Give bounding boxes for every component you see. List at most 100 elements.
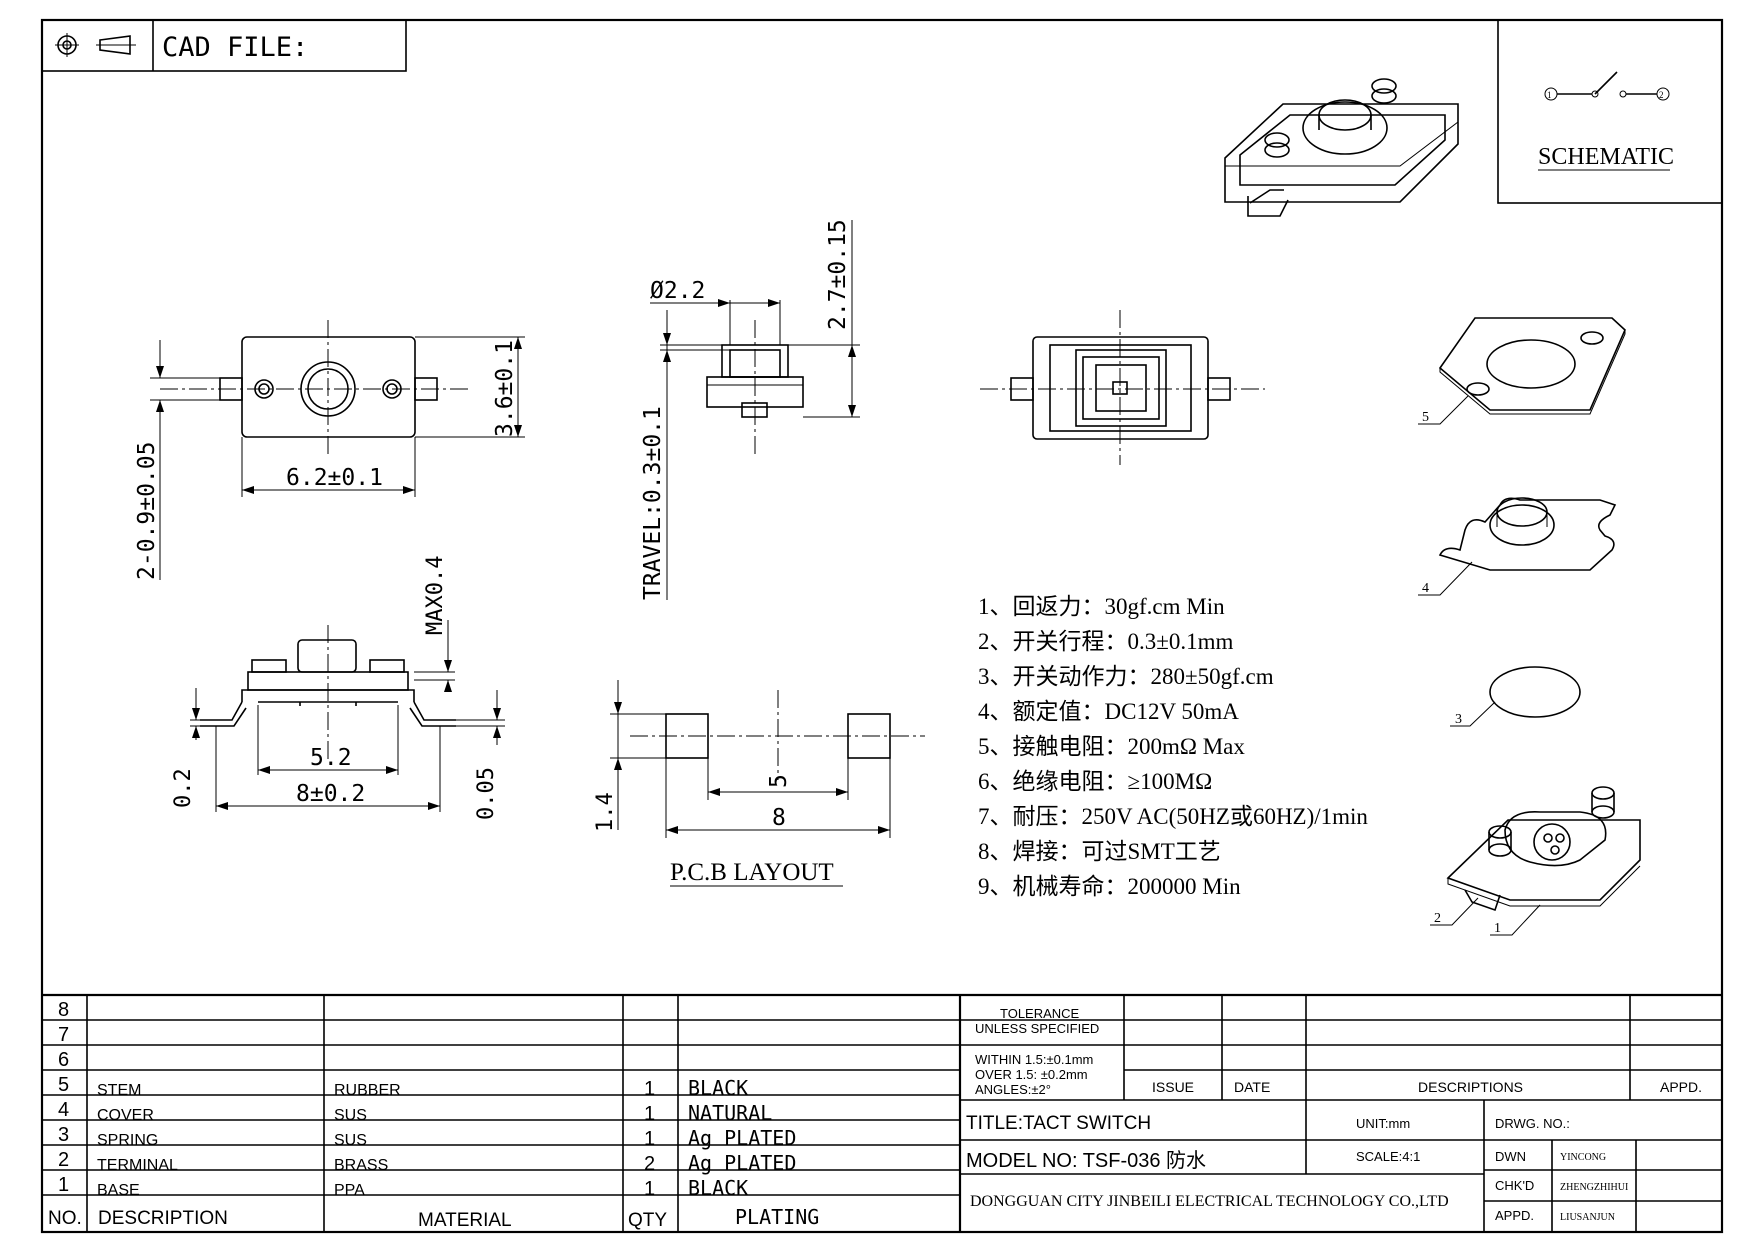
bom-qty: 1 bbox=[644, 1128, 655, 1150]
bom-plating: Ag PLATED bbox=[688, 1126, 796, 1150]
part-4-cover: 4 bbox=[1418, 497, 1617, 596]
bom-header-plating: PLATING bbox=[735, 1205, 819, 1229]
schematic-label: SCHEMATIC bbox=[1538, 144, 1674, 170]
col-issue: ISSUE bbox=[1152, 1079, 1194, 1095]
part-1-2-base: 2 1 bbox=[1430, 786, 1641, 936]
front-view: MAX0.4 5.2 8±0.2 0.2 0.05 bbox=[171, 556, 505, 820]
col-descriptions: DESCRIPTIONS bbox=[1418, 1079, 1523, 1095]
bom-material: SUS bbox=[334, 1107, 367, 1124]
bom-desc: STEM bbox=[97, 1082, 141, 1099]
callout-3: 3 bbox=[1455, 712, 1462, 727]
bom-desc: SPRING bbox=[97, 1132, 158, 1149]
dim-diameter: Ø2.2 bbox=[650, 278, 705, 304]
tol-line-4: OVER 1.5: ±0.2mm bbox=[975, 1067, 1088, 1082]
bom-no: 2 bbox=[58, 1149, 69, 1171]
spec-item: 8、焊接：可过SMT工艺 bbox=[978, 839, 1221, 864]
bom-desc: TERMINAL bbox=[97, 1157, 178, 1174]
schematic-pin-1: 1 bbox=[1547, 90, 1552, 100]
tol-line-1: TOLERANCE bbox=[1000, 1006, 1080, 1021]
bom-no: 4 bbox=[58, 1099, 69, 1121]
callout-1: 1 bbox=[1494, 921, 1501, 936]
dim-0-05: 0.05 bbox=[474, 767, 499, 820]
pcb-dim-8: 8 bbox=[772, 805, 786, 831]
bom-no: 8 bbox=[58, 999, 69, 1021]
top-view: 6.2±0.1 3.6±0.1 2-0.9±0.05 bbox=[134, 320, 525, 580]
bom-material: PPA bbox=[334, 1182, 365, 1199]
col-appd: APPD. bbox=[1660, 1079, 1702, 1095]
bom-no: 6 bbox=[58, 1049, 69, 1071]
dim-max: MAX0.4 bbox=[423, 556, 448, 635]
dim-pin: 2-0.9±0.05 bbox=[134, 442, 160, 580]
bom-no: 5 bbox=[58, 1074, 69, 1096]
tol-line-2: UNLESS SPECIFIED bbox=[975, 1021, 1099, 1036]
bom-plating: Ag PLATED bbox=[688, 1151, 796, 1175]
bom-plating: BLACK bbox=[688, 1076, 748, 1100]
pcb-dim-1-4: 1.4 bbox=[593, 792, 618, 832]
bom-qty: 2 bbox=[644, 1153, 655, 1175]
dim-height: 3.6±0.1 bbox=[492, 340, 518, 437]
part-3-spring: 3 bbox=[1450, 666, 1581, 727]
schematic-pin-2: 2 bbox=[1659, 90, 1664, 100]
dim-travel: TRAVEL:0.3±0.1 bbox=[640, 406, 666, 600]
bom-qty: 1 bbox=[644, 1103, 655, 1125]
spec-item: 9、机械寿命：200000 Min bbox=[978, 874, 1241, 899]
schematic-box: 1 2 SCHEMATIC bbox=[1497, 19, 1723, 204]
bom-material: RUBBER bbox=[334, 1082, 401, 1099]
sheet-border bbox=[40, 18, 1724, 1234]
bom-header-desc: DESCRIPTION bbox=[98, 1208, 228, 1229]
bom-desc: BASE bbox=[97, 1182, 140, 1199]
bom-qty: 1 bbox=[644, 1078, 655, 1100]
bom-desc: COVER bbox=[97, 1107, 154, 1124]
bom-qty: 1 bbox=[644, 1178, 655, 1200]
dim-width: 6.2±0.1 bbox=[286, 465, 383, 491]
appd-label: APPD. bbox=[1495, 1208, 1534, 1223]
drwg-no-label: DRWG. NO.: bbox=[1495, 1116, 1570, 1131]
drawing-title: TITLE:TACT SWITCH bbox=[966, 1113, 1151, 1134]
tol-line-5: ANGLES:±2° bbox=[975, 1082, 1051, 1097]
bom-header-material: MATERIAL bbox=[418, 1210, 512, 1231]
appd-name: LIUSANJUN bbox=[1560, 1212, 1615, 1223]
bom-material: SUS bbox=[334, 1132, 367, 1149]
spec-item: 1、回返力：30gf.cm Min bbox=[978, 594, 1225, 619]
pcb-label: P.C.B LAYOUT bbox=[670, 859, 834, 886]
header-box: CAD FILE: bbox=[41, 19, 407, 72]
chkd-label: CHK'D bbox=[1495, 1178, 1534, 1193]
bom-plating: NATURAL bbox=[688, 1101, 772, 1125]
callout-4: 4 bbox=[1422, 581, 1429, 596]
scale-label: SCALE:4:1 bbox=[1356, 1149, 1420, 1164]
dwn-name: YINCONG bbox=[1560, 1152, 1606, 1163]
title-block: TOLERANCE UNLESS SPECIFIED WITHIN 1.5:±0… bbox=[960, 995, 1722, 1232]
bottom-view bbox=[980, 310, 1265, 465]
side-view: Ø2.2 2.7±0.15 TRAVEL:0.3±0.1 bbox=[640, 219, 860, 600]
iso-switch-view bbox=[1224, 78, 1459, 217]
spec-list: 1、回返力：30gf.cm Min 2、开关行程：0.3±0.1mm 3、开关动… bbox=[978, 594, 1368, 899]
part-5-stem-plate: 5 bbox=[1418, 317, 1626, 425]
spec-item: 4、额定值：DC12V 50mA bbox=[978, 699, 1239, 724]
bom-table: 8 7 6 5 4 3 2 1 STEM COVER SPRING TERMIN… bbox=[42, 993, 1722, 1232]
projection-symbol-icon bbox=[55, 33, 136, 57]
spec-item: 6、绝缘电阻：≥100MΩ bbox=[978, 769, 1212, 794]
bom-header-qty: QTY bbox=[628, 1210, 667, 1231]
bom-header-no: NO. bbox=[48, 1208, 82, 1229]
chkd-name: ZHENGZHIHUI bbox=[1560, 1182, 1628, 1193]
company-name: DONGGUAN CITY JINBEILI ELECTRICAL TECHNO… bbox=[970, 1193, 1449, 1210]
bom-material: BRASS bbox=[334, 1157, 388, 1174]
tol-line-3: WITHIN 1.5:±0.1mm bbox=[975, 1052, 1093, 1067]
spec-item: 5、接触电阻：200mΩ Max bbox=[978, 734, 1245, 759]
dwn-label: DWN bbox=[1495, 1149, 1526, 1164]
dim-0-2: 0.2 bbox=[171, 768, 196, 808]
spec-item: 3、开关动作力：280±50gf.cm bbox=[978, 664, 1274, 689]
bom-no: 1 bbox=[58, 1174, 69, 1196]
spec-item: 7、耐压：250V AC(50HZ或60HZ)/1min bbox=[978, 804, 1368, 829]
dim-stem-height: 2.7±0.15 bbox=[825, 219, 851, 330]
bom-plating: BLACK bbox=[688, 1176, 748, 1200]
cad-file-label: CAD FILE: bbox=[162, 32, 308, 63]
pcb-dim-5: 5 bbox=[766, 774, 792, 788]
col-date: DATE bbox=[1234, 1079, 1270, 1095]
bom-no: 7 bbox=[58, 1024, 69, 1046]
callout-2: 2 bbox=[1434, 911, 1441, 926]
unit-label: UNIT:mm bbox=[1356, 1116, 1410, 1131]
spec-item: 2、开关行程：0.3±0.1mm bbox=[978, 629, 1234, 654]
bom-no: 3 bbox=[58, 1124, 69, 1146]
